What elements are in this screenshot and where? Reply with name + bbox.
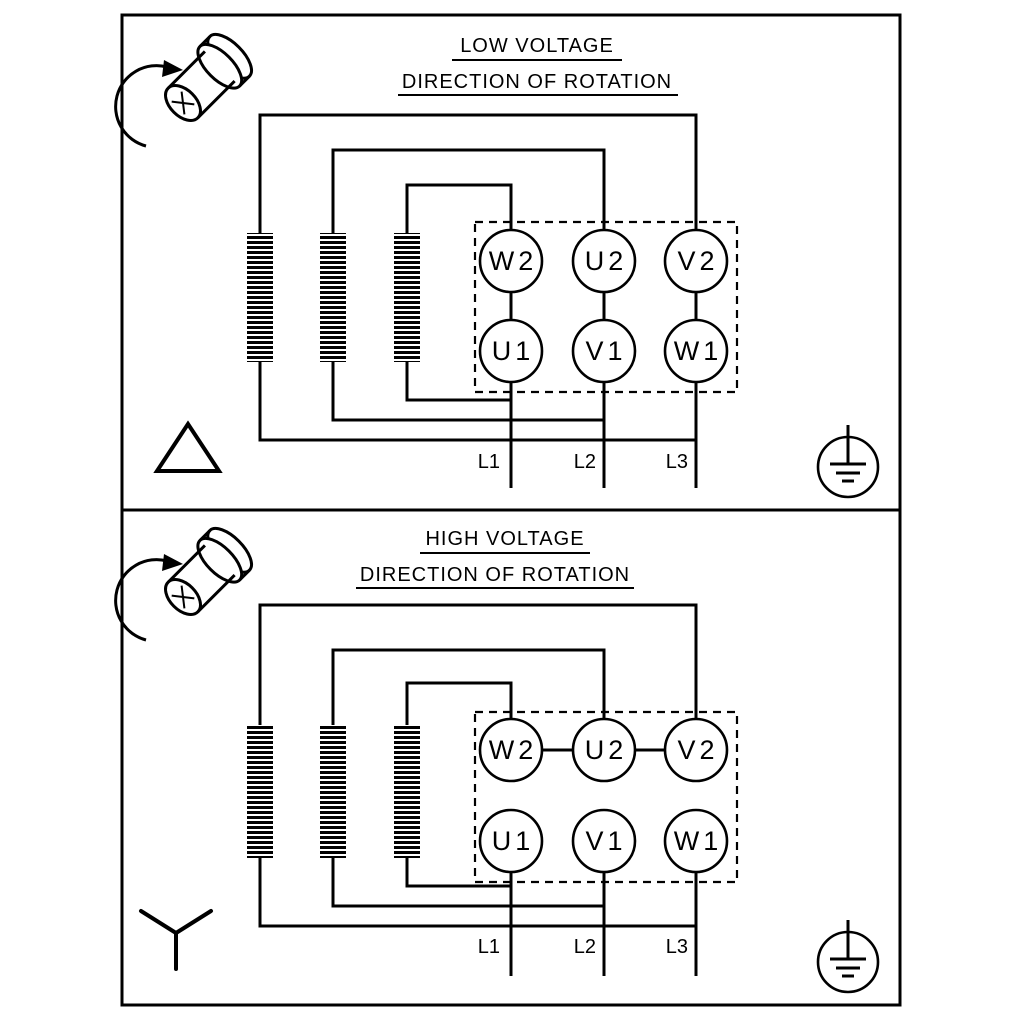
terminal-label: V2 bbox=[677, 735, 718, 765]
rotation-arrowhead-icon bbox=[162, 554, 183, 571]
panel-title: HIGH VOLTAGE bbox=[425, 528, 584, 550]
ground-symbol-icon bbox=[816, 425, 880, 499]
terminal-v1: V1 bbox=[571, 808, 637, 874]
terminal-label: U1 bbox=[492, 336, 535, 366]
terminal-label: U2 bbox=[585, 735, 628, 765]
terminal-label: U1 bbox=[492, 826, 535, 856]
terminal-u2: U2 bbox=[571, 228, 637, 294]
supply-line-label: L1 bbox=[478, 936, 500, 958]
winding-coil bbox=[394, 725, 420, 858]
winding-coil bbox=[320, 725, 346, 858]
ground-symbol-icon bbox=[816, 920, 880, 994]
terminal-label: W2 bbox=[489, 246, 538, 276]
terminal-u1: U1 bbox=[478, 808, 544, 874]
terminal-v2: V2 bbox=[663, 717, 729, 783]
wire bbox=[405, 183, 513, 233]
terminal-box bbox=[473, 710, 739, 884]
terminal-w1: W1 bbox=[663, 318, 729, 384]
rotation-arrow-icon bbox=[114, 64, 168, 148]
shaft-rotation-icon bbox=[114, 519, 261, 642]
terminal-label: W1 bbox=[674, 336, 723, 366]
wire bbox=[331, 648, 606, 725]
wire bbox=[258, 603, 698, 725]
wire bbox=[331, 362, 604, 422]
delta-symbol-icon bbox=[153, 420, 223, 473]
wire bbox=[405, 858, 511, 888]
wire bbox=[331, 148, 606, 233]
wire bbox=[258, 113, 698, 233]
terminal-w2: W2 bbox=[478, 228, 544, 294]
panel-subtitle: DIRECTION OF ROTATION bbox=[402, 71, 672, 93]
terminal-v1: V1 bbox=[571, 318, 637, 384]
terminal-w2: W2 bbox=[478, 717, 544, 783]
wire bbox=[258, 362, 696, 442]
supply-line-label: L3 bbox=[666, 936, 688, 958]
rotation-arrowhead-icon bbox=[162, 60, 183, 77]
wire bbox=[258, 858, 696, 928]
terminal-label: V1 bbox=[585, 826, 626, 856]
terminal-label: V1 bbox=[585, 336, 626, 366]
terminal-label: W1 bbox=[674, 826, 723, 856]
terminal-u1: U1 bbox=[478, 318, 544, 384]
terminal-label: V2 bbox=[677, 246, 718, 276]
panel-subtitle: DIRECTION OF ROTATION bbox=[360, 564, 630, 586]
terminal-label: W2 bbox=[489, 735, 538, 765]
winding-coil bbox=[247, 725, 273, 858]
supply-line-label: L2 bbox=[574, 936, 596, 958]
supply-line-label: L1 bbox=[478, 451, 500, 473]
wire bbox=[405, 681, 513, 725]
panel-title: LOW VOLTAGE bbox=[460, 35, 614, 57]
winding-coil bbox=[247, 233, 273, 362]
wire bbox=[331, 858, 604, 908]
star-symbol-icon bbox=[139, 909, 213, 971]
terminal-w1: W1 bbox=[663, 808, 729, 874]
winding-coil bbox=[394, 233, 420, 362]
terminal-label: U2 bbox=[585, 246, 628, 276]
rotation-arrow-icon bbox=[114, 558, 168, 642]
supply-line-label: L2 bbox=[574, 451, 596, 473]
terminal-box bbox=[473, 220, 739, 394]
supply-line-label: L3 bbox=[666, 451, 688, 473]
terminal-v2: V2 bbox=[663, 228, 729, 294]
panel-low-voltage: LOW VOLTAGE DIRECTION OF ROTATION bbox=[114, 25, 880, 499]
terminal-u2: U2 bbox=[571, 717, 637, 783]
wire bbox=[405, 362, 511, 402]
shaft-rotation-icon bbox=[114, 25, 261, 148]
panel-high-voltage: HIGH VOLTAGE DIRECTION OF ROTATION bbox=[114, 519, 880, 994]
winding-coil bbox=[320, 233, 346, 362]
